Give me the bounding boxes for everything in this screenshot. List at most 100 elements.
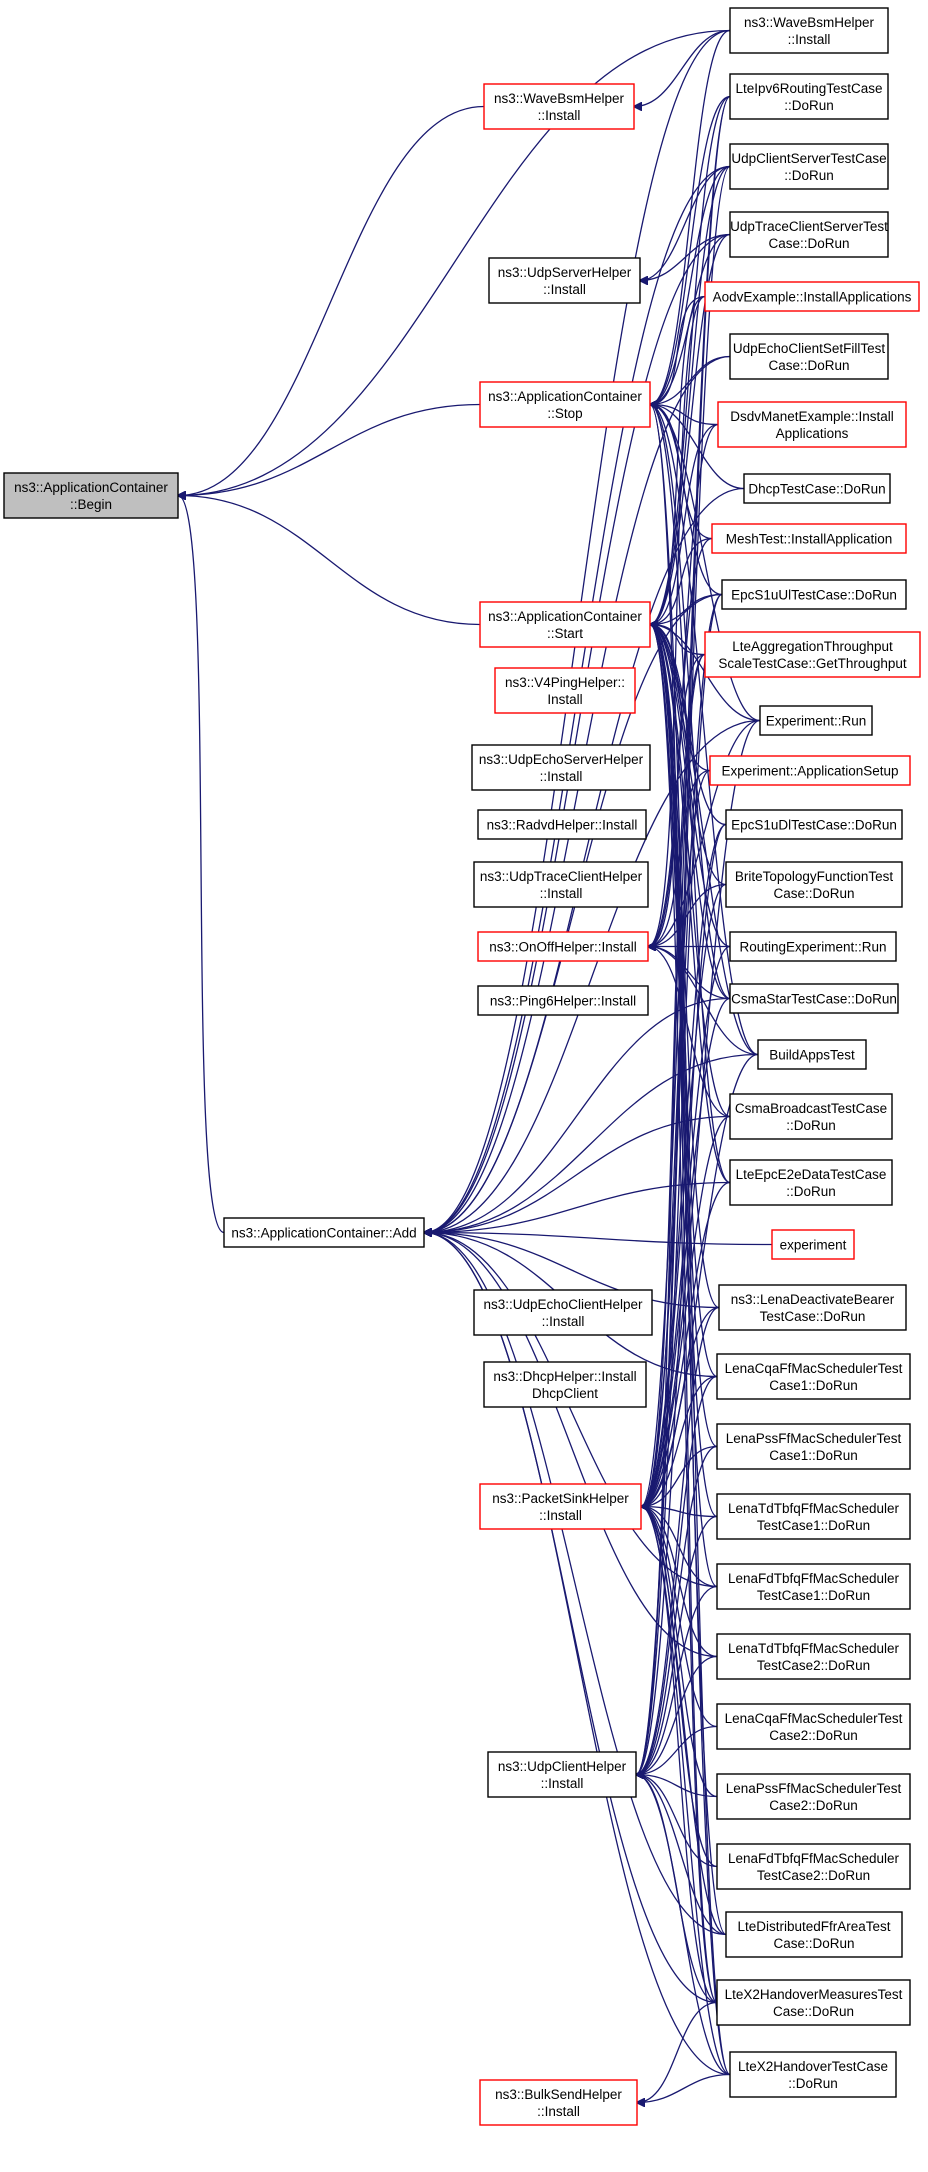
node-udpechoserver[interactable]: ns3::UdpEchoServerHelper::Install	[471, 744, 651, 791]
edge-wavebsm_mid-to-begin	[178, 105, 485, 496]
node-meshtest[interactable]: MeshTest::InstallApplication	[711, 523, 907, 554]
node-begin[interactable]: ns3::ApplicationContainer::Begin	[3, 472, 179, 519]
node-box	[483, 1361, 647, 1408]
edge-dsdv-to-start	[650, 423, 719, 625]
edge-buildapps-to-packetsink	[641, 1053, 759, 1507]
node-label-line: LteX2HandoverMeasuresTest	[725, 1987, 903, 2002]
node-label-line: ::Install	[537, 2104, 580, 2119]
node-wavebsm_mid[interactable]: ns3::WaveBsmHelper::Install	[483, 83, 635, 130]
node-box	[729, 931, 897, 962]
node-lteepce2e[interactable]: LteEpcE2eDataTestCase::DoRun	[729, 1159, 893, 1206]
node-box	[477, 931, 649, 962]
node-label-line: experiment	[780, 1237, 847, 1252]
edge-exprun-to-onoff	[648, 719, 761, 947]
edge-tdtbfq1-to-packetsink	[641, 1507, 718, 1518]
node-udpcs[interactable]: UdpClientServerTestCase::DoRun	[729, 143, 889, 190]
node-v4ping[interactable]: ns3::V4PingHelper::Install	[494, 667, 636, 714]
node-bulksend[interactable]: ns3::BulkSendHelper::Install	[479, 2079, 638, 2126]
edge-csmabcast-to-add	[424, 1115, 731, 1233]
node-label-line: RoutingExperiment::Run	[739, 939, 886, 954]
node-csmastar[interactable]: CsmaStarTestCase::DoRun	[729, 983, 899, 1014]
node-epcs1uul[interactable]: EpcS1uUlTestCase::DoRun	[721, 579, 907, 610]
node-exprun[interactable]: Experiment::Run	[759, 705, 873, 736]
node-box	[479, 1483, 642, 1530]
node-box	[704, 281, 920, 312]
edge-fdtbfq2-to-udpclient	[636, 1775, 718, 1868]
node-label-line: ::Install	[540, 886, 583, 901]
edge-brite-to-onoff	[648, 883, 727, 947]
node-label-line: ::Install	[543, 282, 586, 297]
edge-pss1-to-packetsink	[641, 1445, 718, 1507]
node-label-line: ScaleTestCase::GetThroughput	[718, 656, 907, 671]
node-aodv[interactable]: AodvExample::InstallApplications	[704, 281, 920, 312]
edge-exprun-to-stop	[650, 405, 761, 722]
node-packetsink[interactable]: ns3::PacketSinkHelper::Install	[479, 1483, 642, 1530]
node-udpechoclient[interactable]: ns3::UdpEchoClientHelper::Install	[473, 1289, 653, 1336]
node-onoff[interactable]: ns3::OnOffHelper::Install	[477, 931, 649, 962]
edge-ltedistffr-to-udpclient	[636, 1775, 727, 1936]
node-radvd[interactable]: ns3::RadvdHelper::Install	[477, 809, 647, 840]
node-wavebsm_r[interactable]: ns3::WaveBsmHelper::Install	[729, 7, 889, 54]
node-box	[473, 861, 649, 908]
node-routingexp[interactable]: RoutingExperiment::Run	[729, 931, 897, 962]
node-box	[729, 1093, 893, 1140]
node-box	[716, 1423, 911, 1470]
node-label-line: BuildAppsTest	[769, 1047, 855, 1062]
node-buildapps[interactable]: BuildAppsTest	[757, 1039, 867, 1070]
edge-lenadeact-to-packetsink	[641, 1306, 720, 1507]
node-box	[729, 143, 889, 190]
edge-ltex2-to-add	[424, 1233, 731, 2076]
node-udpserver[interactable]: ns3::UdpServerHelper::Install	[488, 257, 641, 304]
node-label-line: ::Install	[542, 1314, 585, 1329]
node-box	[704, 631, 921, 678]
node-lteipv6[interactable]: LteIpv6RoutingTestCase::DoRun	[729, 73, 889, 120]
node-udptraceclient[interactable]: ns3::UdpTraceClientHelper::Install	[473, 861, 649, 908]
node-epcs1udl[interactable]: EpcS1uDlTestCase::DoRun	[725, 809, 903, 840]
edge-buildapps-to-add	[424, 1053, 759, 1233]
node-start[interactable]: ns3::ApplicationContainer::Start	[479, 601, 651, 648]
node-expsetup[interactable]: Experiment::ApplicationSetup	[709, 755, 911, 786]
node-add[interactable]: ns3::ApplicationContainer::Add	[223, 1217, 425, 1248]
node-ping6[interactable]: ns3::Ping6Helper::Install	[477, 985, 649, 1016]
node-label-line: ns3::UdpClientHelper	[498, 1759, 627, 1774]
edge-csmastar-to-packetsink	[641, 997, 731, 1507]
node-stop[interactable]: ns3::ApplicationContainer::Stop	[479, 381, 651, 428]
node-experiment[interactable]: experiment	[771, 1229, 855, 1260]
node-label-line: LenaPssFfMacSchedulerTest	[726, 1781, 902, 1796]
node-csmabcast[interactable]: CsmaBroadcastTestCase::DoRun	[729, 1093, 893, 1140]
node-lteagg[interactable]: LteAggregationThroughputScaleTestCase::G…	[704, 631, 921, 678]
edge-buildapps-to-onoff	[648, 947, 759, 1056]
node-label-line: UdpClientServerTestCase	[731, 151, 886, 166]
edge-stop-to-begin	[178, 403, 481, 496]
node-label-line: LenaFdTbfqFfMacScheduler	[728, 1851, 900, 1866]
edge-udptcs-to-add	[424, 233, 731, 1233]
node-label-line: TestCase::DoRun	[760, 1309, 866, 1324]
node-dsdv[interactable]: DsdvManetExample::InstallApplications	[717, 401, 907, 448]
node-ltex2[interactable]: LteX2HandoverTestCase::DoRun	[729, 2051, 897, 2098]
node-dhcptest[interactable]: DhcpTestCase::DoRun	[743, 473, 891, 504]
node-udpclient[interactable]: ns3::UdpClientHelper::Install	[487, 1751, 637, 1798]
node-box	[479, 2079, 638, 2126]
node-label-line: LenaPssFfMacSchedulerTest	[726, 1431, 902, 1446]
node-box	[725, 861, 903, 908]
edge-cqa2-to-udpclient	[636, 1725, 718, 1775]
edge-fdtbfq1-to-udpclient	[636, 1585, 718, 1775]
node-box	[729, 211, 889, 258]
node-label-line: ::Install	[539, 1508, 582, 1523]
